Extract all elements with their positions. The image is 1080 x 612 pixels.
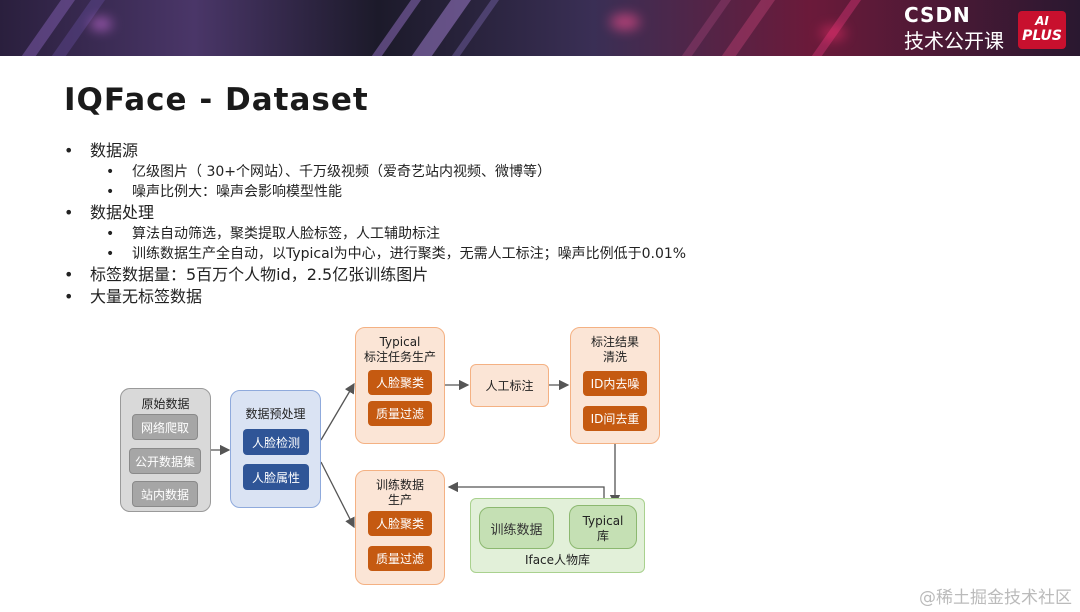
- sub-bullet-list: 算法自动筛选，聚类提取人脸标签，人工辅助标注 训练数据生产全自动，以Typica…: [90, 224, 686, 264]
- bullet-text: 数据处理: [90, 203, 155, 222]
- train-prod-title-1: 训练数据: [375, 478, 424, 492]
- sub-bullet-item: 亿级图片（ 30+个网站）、千万级视频（爱奇艺站内视频、微博等）: [90, 162, 686, 182]
- ai-plus-badge: AI PLUS: [1018, 11, 1066, 49]
- train-production-group: 训练数据 生产 人脸聚类 质量过滤: [355, 470, 445, 585]
- training-data-box: 训练数据: [479, 507, 554, 549]
- bullet-item: 数据源 亿级图片（ 30+个网站）、千万级视频（爱奇艺站内视频、微博等） 噪声比…: [64, 140, 686, 202]
- typical-task-group: Typical 标注任务生产 人脸聚类 质量过滤: [355, 327, 445, 444]
- preprocess-group: 数据预处理 人脸检测 人脸属性: [230, 390, 321, 508]
- cleaning-item: ID间去重: [583, 406, 647, 431]
- cleaning-title-1: 标注结果: [590, 335, 639, 349]
- badge-plus: PLUS: [1022, 28, 1062, 44]
- cleaning-title-2: 清洗: [602, 350, 627, 364]
- slide-title: IQFace - Dataset: [64, 82, 369, 118]
- iface-library-label: Iface人物库: [524, 553, 591, 567]
- manual-annotation-box: 人工标注: [470, 364, 549, 407]
- iface-library-group: 训练数据 Typical 库 Iface人物库: [470, 498, 645, 573]
- preprocess-title: 数据预处理: [245, 407, 306, 421]
- raw-data-item: 网络爬取: [132, 414, 198, 440]
- typical-task-item: 人脸聚类: [368, 370, 432, 395]
- preprocess-item: 人脸属性: [243, 464, 309, 490]
- typical-task-title-1: Typical: [379, 335, 421, 349]
- sub-bullet-item: 训练数据生产全自动，以Typical为中心，进行聚类，无需人工标注；噪声比例低于…: [90, 244, 686, 264]
- preprocess-item: 人脸检测: [243, 429, 309, 455]
- bullet-item: 标签数据量：5百万个人物id，2.5亿张训练图片: [64, 264, 686, 286]
- sub-bullet-item: 算法自动筛选，聚类提取人脸标签，人工辅助标注: [90, 224, 686, 244]
- train-prod-item: 人脸聚类: [368, 511, 432, 536]
- bullet-item: 大量无标签数据: [64, 286, 686, 308]
- sub-bullet-list: 亿级图片（ 30+个网站）、千万级视频（爱奇艺站内视频、微博等） 噪声比例大：噪…: [90, 162, 686, 202]
- badge-ai: AI: [1035, 14, 1049, 28]
- logo-csdn-text: CSDN: [904, 3, 971, 27]
- csdn-logo: CSDN 技术公开课 AI PLUS: [904, 3, 1066, 53]
- bullet-text: 大量无标签数据: [90, 287, 203, 306]
- train-prod-item: 质量过滤: [368, 546, 432, 571]
- cleaning-item: ID内去噪: [583, 371, 647, 396]
- result-cleaning-group: 标注结果 清洗 ID内去噪 ID间去重: [570, 327, 660, 444]
- header-banner: CSDN 技术公开课 AI PLUS: [0, 0, 1080, 56]
- watermark: @稀土掘金技术社区: [919, 588, 1072, 608]
- raw-data-item: 公开数据集: [129, 448, 201, 474]
- bullet-text: 标签数据量：5百万个人物id，2.5亿张训练图片: [90, 265, 429, 284]
- raw-data-item: 站内数据: [132, 481, 198, 507]
- typical-task-item: 质量过滤: [368, 401, 432, 426]
- bullet-item: 数据处理 算法自动筛选，聚类提取人脸标签，人工辅助标注 训练数据生产全自动，以T…: [64, 202, 686, 264]
- sub-bullet-item: 噪声比例大：噪声会影响模型性能: [90, 182, 686, 202]
- typical-lib-line2: 库: [596, 529, 609, 543]
- bullet-text: 数据源: [90, 141, 139, 160]
- logo-subtitle: 技术公开课: [904, 29, 1004, 53]
- raw-data-group: 原始数据 网络爬取 公开数据集 站内数据: [120, 388, 211, 512]
- typical-library-box: Typical 库: [569, 505, 637, 549]
- train-prod-title-2: 生产: [387, 493, 412, 507]
- raw-data-title: 原始数据: [141, 397, 190, 411]
- bullet-list: 数据源 亿级图片（ 30+个网站）、千万级视频（爱奇艺站内视频、微博等） 噪声比…: [64, 140, 686, 308]
- typical-lib-line1: Typical: [582, 514, 624, 528]
- typical-task-title-2: 标注任务生产: [363, 350, 436, 364]
